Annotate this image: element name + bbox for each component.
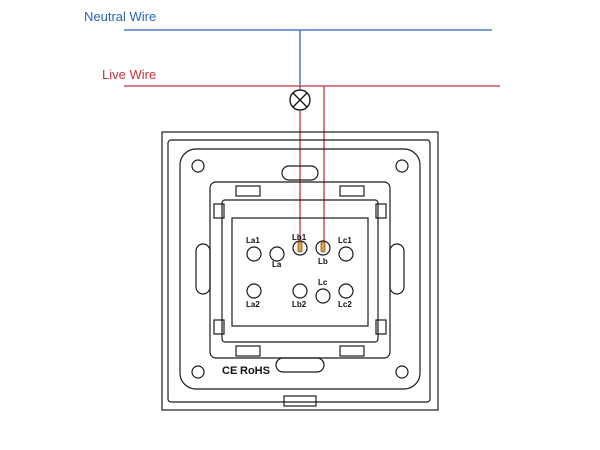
terminal-la2 xyxy=(246,283,262,299)
label-lb2: Lb2 xyxy=(292,300,307,309)
label-lc1: Lc1 xyxy=(338,236,352,245)
terminal-lc2 xyxy=(338,283,354,299)
terminal-la xyxy=(269,246,285,262)
label-la: La xyxy=(272,260,282,269)
right-slot xyxy=(389,243,405,295)
left-slot xyxy=(195,243,211,295)
switch-panel xyxy=(161,131,439,411)
label-lb1: Lb1 xyxy=(292,233,307,242)
top-slot xyxy=(281,165,319,181)
frame-clip xyxy=(283,395,317,407)
label-lc2: Lc2 xyxy=(338,300,352,309)
corner-screw-holes xyxy=(191,159,409,379)
wires xyxy=(124,29,500,246)
bottom-slot xyxy=(275,357,325,373)
terminals xyxy=(246,240,354,304)
terminal-block xyxy=(221,199,379,343)
terminal-lc1 xyxy=(338,246,354,262)
terminal-la1 xyxy=(246,246,262,262)
rohs-mark: RoHS xyxy=(240,365,270,377)
ce-mark: CE xyxy=(222,365,237,377)
lamp-icon xyxy=(289,89,311,111)
terminal-block-inner xyxy=(231,217,369,327)
label-la2: La2 xyxy=(246,300,260,309)
terminal-lc xyxy=(315,288,331,304)
terminal-lb2 xyxy=(292,283,308,299)
label-la1: La1 xyxy=(246,236,260,245)
inner-frame xyxy=(167,139,431,403)
terminal-screw-icon xyxy=(297,241,326,253)
live-wire-label: Live Wire xyxy=(102,67,157,82)
outer-frame xyxy=(161,131,439,411)
neutral-wire-label: Neutral Wire xyxy=(84,9,157,24)
label-lc: Lc xyxy=(318,278,328,287)
label-lb: Lb xyxy=(318,257,328,266)
mounting-plate xyxy=(179,148,421,390)
